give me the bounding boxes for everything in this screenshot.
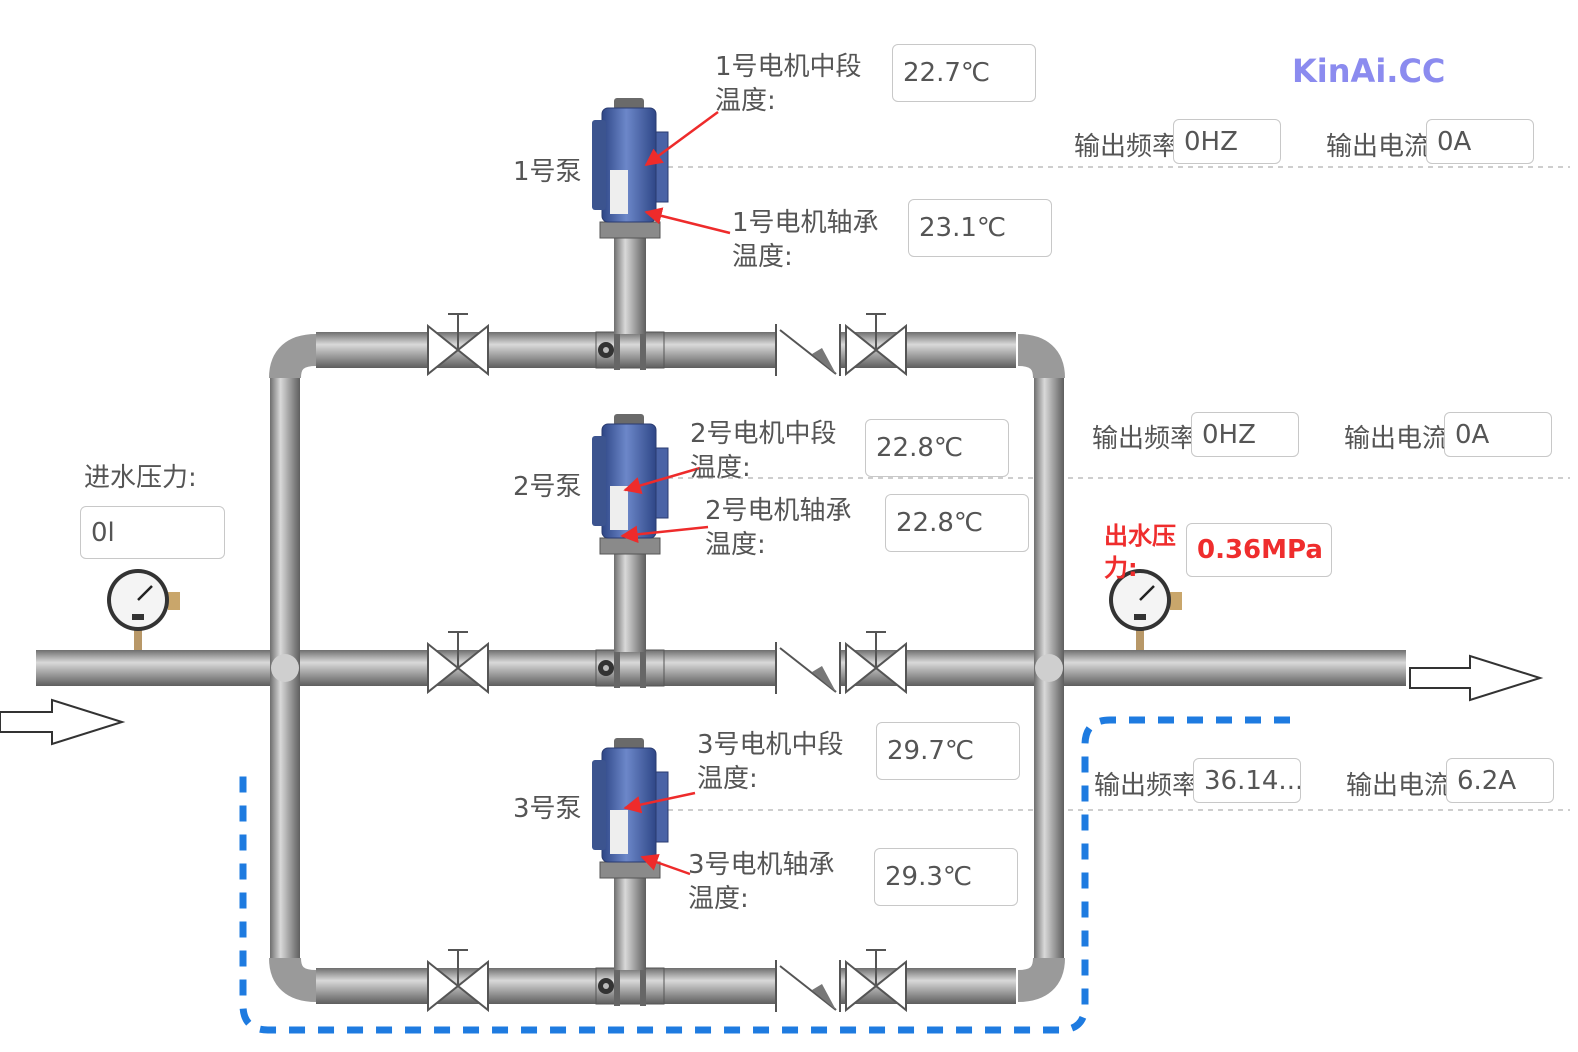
pump2-bearing-temp-pointer [620,525,709,544]
pump3-name: 3号泵 [513,794,582,824]
gate-valve-icon [845,631,907,695]
temperature-pointers [620,110,731,876]
pipe-tee-fitting [595,648,665,688]
pump2-name: 2号泵 [513,472,582,502]
pump1-mid-temp-pointer [644,110,719,167]
inflow-arrow-icon [0,698,126,746]
check-valve-icon [775,642,841,694]
pump2-mid-temp-pointer [623,466,701,494]
pump1-freq-label: 输出频率 [1074,132,1179,162]
pump3-bearing-temp-value: 29.3℃ [874,848,1018,906]
gate-valve-icon [845,949,907,1013]
outflow-arrow-icon [1409,654,1544,702]
pump1-current-label: 输出电流 [1326,132,1431,162]
pump2-bearing-temp-value: 22.8℃ [885,494,1029,552]
inlet-pressure-gauge-icon [107,569,180,650]
pump2-mid-temp-label: 2号电机中段温度: [690,419,837,483]
pump1-bearing-temp-label: 1号电机轴承温度: [732,208,879,272]
pump3-freq-value: 36.14... [1193,758,1301,803]
pump1-mid-temp-value: 22.7℃ [892,44,1036,102]
inlet-pressure-value: 0l [80,506,225,559]
pump-3-icon [592,738,669,970]
pump2-current-value: 0A [1444,412,1552,457]
pump3-bearing-temp-label: 3号电机轴承温度: [688,850,835,914]
gate-valve-icon [427,631,489,695]
pump3-current-label: 输出电流 [1346,771,1451,801]
pump3-highlight-frame [239,716,1290,1034]
pump-1-icon [592,98,669,334]
pump2-bearing-temp-label: 2号电机轴承温度: [705,496,852,560]
pump2-freq-label: 输出频率 [1092,424,1197,454]
pump3-mid-temp-label: 3号电机中段温度: [697,730,844,794]
pump1-name: 1号泵 [513,157,582,187]
outlet-pressure-gauge-icon [1109,569,1182,650]
gate-valve-icon [427,949,489,1013]
gate-valve-icon [427,313,489,377]
pump1-mid-temp-label: 1号电机中段温度: [715,52,862,116]
gate-valve-icon [845,313,907,377]
pump3-bearing-temp-pointer [640,854,691,876]
pump3-current-value: 6.2A [1446,758,1554,803]
pump1-bearing-temp-pointer [644,207,731,235]
pump3-freq-label: 输出频率 [1094,771,1199,801]
outlet-pressure-value: 0.36MPa [1186,523,1332,577]
check-valve-icon [775,960,841,1012]
check-valve-icon [775,324,841,376]
pump1-bearing-temp-value: 23.1℃ [908,199,1052,257]
pump2-current-label: 输出电流 [1344,424,1449,454]
pump1-current-value: 0A [1426,119,1534,164]
valves [427,313,907,1013]
outlet-pressure-label: 出水压力: [1104,522,1176,582]
pump1-freq-value: 0HZ [1173,119,1281,164]
inlet-pressure-label: 进水压力: [84,463,197,493]
pipe-tee-fitting [595,330,665,370]
pump3-mid-temp-value: 29.7℃ [876,722,1020,780]
pump3-mid-temp-pointer [623,791,696,814]
pipe-tee-fitting [595,966,665,1006]
pump2-freq-value: 0HZ [1191,412,1299,457]
pump2-mid-temp-value: 22.8℃ [865,419,1009,477]
separator-lines [668,166,1570,811]
brand-logo: KinAi.CC [1292,52,1446,90]
